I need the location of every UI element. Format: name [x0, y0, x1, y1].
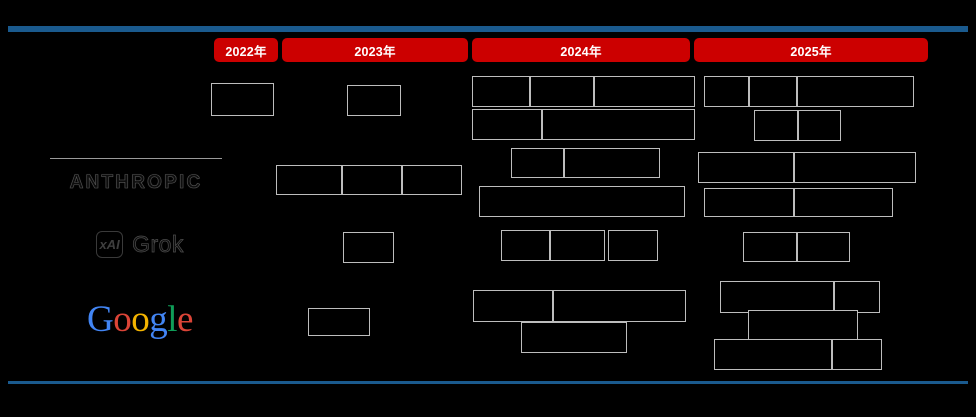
event-box[interactable]	[748, 310, 858, 342]
event-box[interactable]	[308, 308, 370, 336]
event-box[interactable]	[798, 110, 841, 141]
event-box[interactable]	[276, 165, 342, 195]
event-box[interactable]	[564, 148, 660, 178]
event-box[interactable]	[550, 230, 605, 261]
google-wordmark-text: Google	[87, 301, 193, 338]
lane-google-logo: Google	[75, 296, 205, 342]
event-box[interactable]	[343, 232, 394, 263]
event-box[interactable]	[797, 232, 850, 262]
google-letter: o	[131, 298, 150, 340]
google-letter: l	[167, 298, 178, 340]
event-box[interactable]	[472, 109, 542, 140]
event-box[interactable]	[704, 76, 749, 107]
google-letter: G	[87, 298, 114, 340]
event-box[interactable]	[594, 76, 695, 107]
event-box[interactable]	[832, 339, 882, 370]
event-box[interactable]	[794, 188, 893, 217]
year-header-2023[interactable]: 2023年	[282, 38, 468, 62]
event-box[interactable]	[698, 152, 794, 183]
event-box[interactable]	[211, 83, 274, 116]
event-box[interactable]	[704, 188, 794, 217]
event-box[interactable]	[720, 281, 834, 313]
event-box[interactable]	[754, 110, 798, 141]
year-header-2022[interactable]: 2022年	[214, 38, 278, 62]
event-box[interactable]	[794, 152, 916, 183]
event-box[interactable]	[530, 76, 594, 107]
grok-wordmark-text: Grok	[132, 230, 184, 257]
top-divider-rule	[8, 26, 968, 32]
lane-openai-logo	[40, 70, 210, 134]
anthropic-wordmark-text: ANTHROPIC	[69, 172, 203, 194]
anthropic-logo-rule	[50, 158, 222, 159]
year-header-2024[interactable]: 2024年	[472, 38, 690, 62]
bottom-divider-rule	[8, 381, 968, 384]
event-box[interactable]	[553, 290, 686, 322]
google-letter: g	[149, 298, 168, 340]
event-box[interactable]	[834, 281, 880, 313]
year-header-2025[interactable]: 2025年	[694, 38, 928, 62]
event-box[interactable]	[542, 109, 695, 140]
google-letter: o	[113, 298, 132, 340]
event-box[interactable]	[402, 165, 462, 195]
event-box[interactable]	[347, 85, 401, 116]
lane-anthropic-logo: ANTHROPIC	[48, 148, 224, 204]
event-box[interactable]	[342, 165, 402, 195]
event-box[interactable]	[472, 76, 530, 107]
event-box[interactable]	[749, 76, 797, 107]
event-box[interactable]	[521, 322, 627, 353]
event-box[interactable]	[511, 148, 564, 178]
lane-grok-logo: xAI Grok	[60, 222, 220, 266]
event-box[interactable]	[479, 186, 685, 217]
event-box[interactable]	[473, 290, 553, 322]
xai-mark-icon: xAI	[96, 230, 124, 258]
event-box[interactable]	[501, 230, 550, 261]
google-letter: e	[177, 298, 193, 340]
event-box[interactable]	[608, 230, 658, 261]
event-box[interactable]	[743, 232, 797, 262]
event-box[interactable]	[714, 339, 832, 370]
event-box[interactable]	[797, 76, 914, 107]
